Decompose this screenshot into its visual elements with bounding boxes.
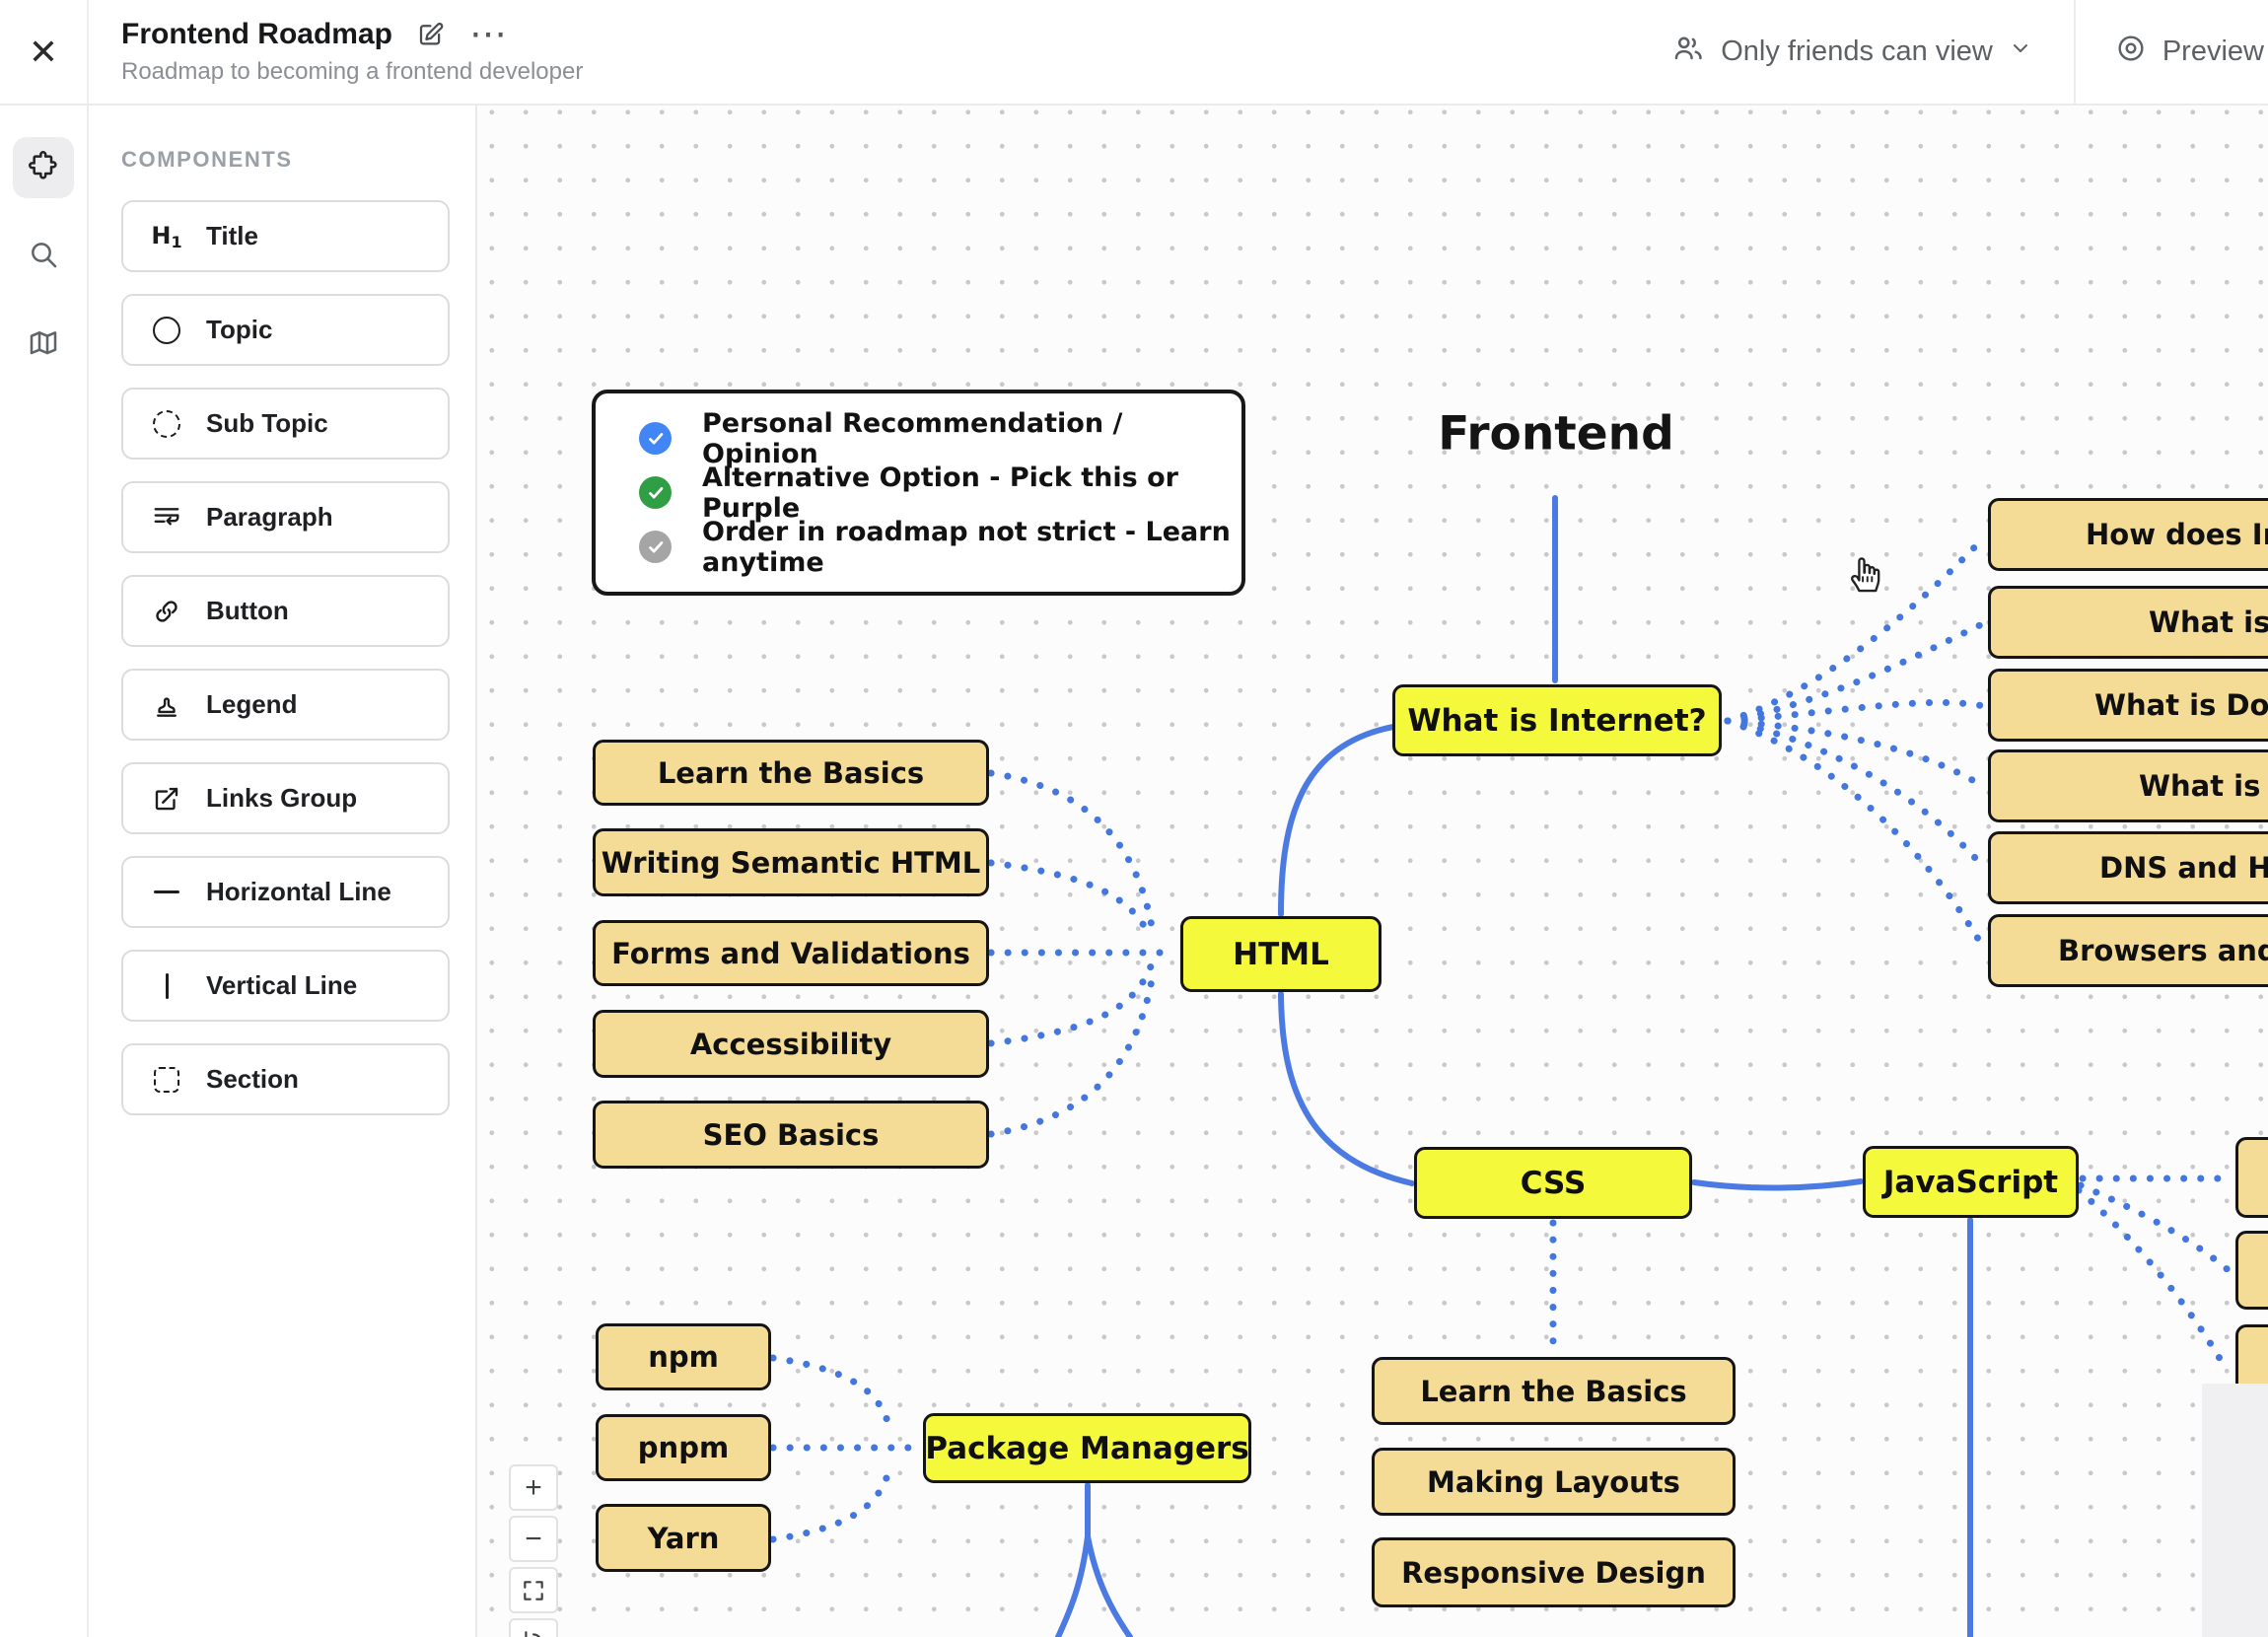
zoom-in-button[interactable]: + [509,1464,558,1511]
component-card-topic[interactable]: Topic [121,294,450,366]
map-icon [28,327,59,364]
roadmap-title-block: Frontend Roadmap ⋯ Roadmap to becoming a… [121,14,584,86]
fullscreen-button[interactable] [509,1567,558,1613]
check-circle-icon [639,422,672,455]
rail-item-puzzle[interactable] [13,137,74,198]
node-making-layouts[interactable]: Making Layouts [1372,1448,1736,1516]
component-card-vertical-line[interactable]: Vertical Line [121,950,450,1022]
check-circle-icon [639,531,672,563]
visibility-label: Only friends can view [1721,36,1993,67]
page-title: Frontend Roadmap [121,18,392,50]
legend-item-text: Order in roadmap not strict - Learn anyt… [702,516,1231,578]
zoom-out-button[interactable]: − [509,1516,558,1562]
node-writing-semantic-html[interactable]: Writing Semantic HTML [593,828,989,896]
topbar-actions: Only friends can view Preview [1630,0,2268,104]
node-what-is-doma[interactable]: What is Doma [1988,669,2268,742]
node-what-is-ho[interactable]: What is Ho [1988,749,2268,822]
legend-item: Personal Recommendation / Opinion [639,408,1241,469]
edit-title-icon[interactable] [416,20,446,49]
component-label: Horizontal Line [206,877,391,906]
edge-connectors [769,495,2236,1637]
node-js-partial-1[interactable] [2235,1137,2268,1218]
node-package-managers[interactable]: Package Managers [923,1413,1251,1483]
visibility-dropdown[interactable]: Only friends can view [1630,0,2074,104]
component-label: Vertical Line [206,970,358,1000]
node-what-is-h[interactable]: What is H [1988,586,2268,659]
h-line-icon [149,890,184,893]
topbar: ✕ Frontend Roadmap ⋯ Roadmap to becoming… [0,0,2268,106]
rail-item-map[interactable] [13,315,74,376]
circle-icon [149,316,184,344]
node-learn-the-basics-html[interactable]: Learn the Basics [593,740,989,806]
node-css[interactable]: CSS [1414,1147,1692,1219]
check-circle-icon [639,476,672,509]
preview-label: Preview [2162,36,2264,67]
node-responsive-design[interactable]: Responsive Design [1372,1537,1736,1607]
component-label: Links Group [206,783,358,813]
close-button[interactable]: ✕ [0,0,89,104]
legend-item-text: Personal Recommendation / Opinion [702,407,1123,469]
component-label: Topic [206,315,273,344]
component-label: Section [206,1064,299,1094]
stamp-icon [149,690,184,720]
component-label: Paragraph [206,502,333,532]
component-card-section[interactable]: Section [121,1043,450,1115]
component-label: Title [206,221,258,250]
roadmap-root-title[interactable]: Frontend [1438,406,1674,462]
component-card-legend[interactable]: Legend [121,669,450,741]
more-options-button[interactable]: ⋯ [469,14,509,55]
corner-overlay [2202,1384,2268,1637]
component-card-button[interactable]: Button [121,575,450,647]
v-line-icon [149,972,184,999]
node-seo-basics[interactable]: SEO Basics [593,1101,989,1169]
node-what-is-internet[interactable]: What is Internet? [1392,684,1722,756]
left-rail [0,106,89,1637]
component-label: Legend [206,689,298,719]
legend-item-text: Alternative Option - Pick this or Purple [702,462,1178,524]
component-card-title[interactable]: H1 Title [121,200,450,272]
node-npm[interactable]: npm [596,1323,771,1390]
component-card-horizontal-line[interactable]: Horizontal Line [121,856,450,928]
people-icon [1671,32,1705,73]
page-subtitle: Roadmap to becoming a frontend developer [121,58,584,85]
component-card-sub-topic[interactable]: Sub Topic [121,388,450,460]
legend-item: Order in roadmap not strict - Learn anyt… [639,517,1241,578]
node-js-partial-2[interactable] [2235,1231,2268,1310]
dashed-circle-icon [149,409,184,438]
legend-item: Alternative Option - Pick this or Purple [639,463,1241,524]
h1-icon: H1 [151,221,182,251]
component-label: Button [206,596,289,625]
search-icon [28,239,59,275]
node-browsers-and-ho[interactable]: Browsers and Ho [1988,914,2268,987]
link-icon [149,597,184,626]
rail-item-search[interactable] [13,226,74,287]
component-card-paragraph[interactable]: Paragraph [121,481,450,553]
node-dns-and-how[interactable]: DNS and How [1988,831,2268,904]
topbar-divider [2073,0,2076,104]
node-learn-the-basics-css[interactable]: Learn the Basics [1372,1357,1736,1425]
chevron-down-icon [2009,36,2032,68]
dashed-square-icon [149,1066,184,1093]
components-heading: COMPONENTS [121,147,293,172]
node-pnpm[interactable]: pnpm [596,1414,771,1481]
node-javascript[interactable]: JavaScript [1863,1146,2079,1218]
eye-icon [2115,33,2147,72]
component-label: Sub Topic [206,408,328,438]
paragraph-icon [149,503,184,533]
node-how-does-inte[interactable]: How does Inte [1988,498,2268,571]
preview-button[interactable]: Preview [2076,0,2268,104]
reset-view-button[interactable] [509,1618,558,1637]
puzzle-icon [28,150,59,186]
external-link-icon [149,784,184,814]
roadmap-canvas[interactable]: Frontend Personal Recommendation / Opini… [477,106,2268,1637]
node-yarn[interactable]: Yarn [596,1504,771,1572]
node-accessibility[interactable]: Accessibility [593,1010,989,1078]
node-forms-and-validations[interactable]: Forms and Validations [593,920,989,986]
zoom-controls: + − [509,1464,558,1637]
component-card-links-group[interactable]: Links Group [121,762,450,834]
node-html[interactable]: HTML [1180,916,1382,992]
